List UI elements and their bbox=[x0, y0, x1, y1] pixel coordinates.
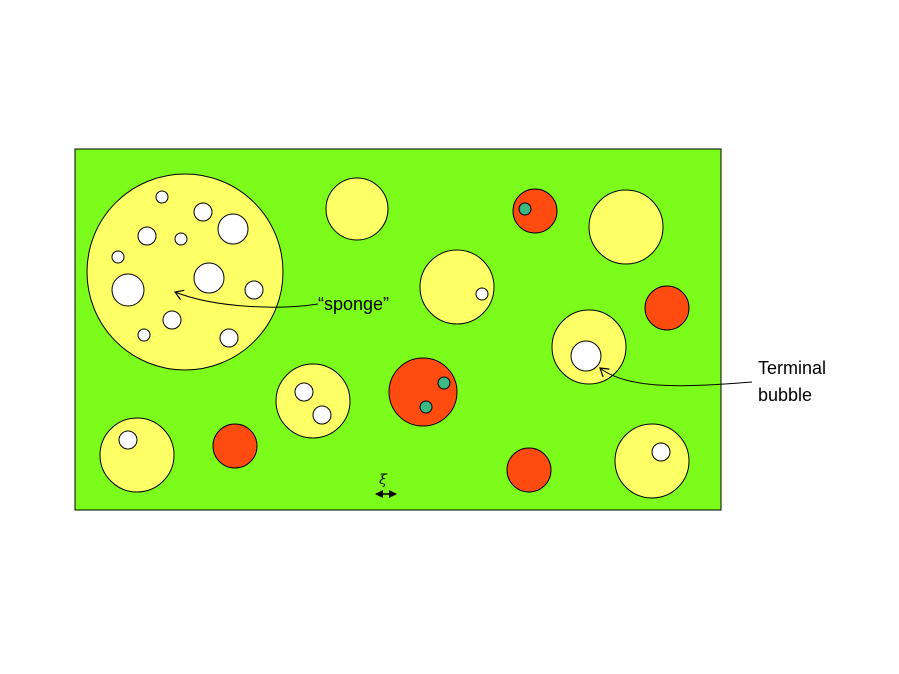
yellow-bubble-with-hole bbox=[99, 417, 175, 493]
sponge-bubble bbox=[86, 173, 284, 371]
red-bubble-with-dots bbox=[388, 357, 458, 427]
yellow-bubble-with-hole bbox=[614, 423, 690, 499]
red-bubble-with-dot bbox=[512, 188, 558, 234]
red-bubble bbox=[506, 447, 552, 493]
sponge-hole bbox=[111, 273, 145, 307]
sponge-hole bbox=[193, 262, 225, 294]
sponge-hole bbox=[193, 202, 213, 222]
sponge-hole bbox=[155, 190, 169, 204]
terminal-bubble-label-line1: Terminal bbox=[758, 358, 826, 378]
terminal-bubble-label-line2: bubble bbox=[758, 385, 812, 405]
xi-label: ξ bbox=[379, 472, 388, 488]
sponge-label: “sponge” bbox=[318, 294, 389, 314]
sponge-hole bbox=[137, 226, 157, 246]
yellow-bubble bbox=[325, 177, 389, 241]
sponge-hole bbox=[219, 328, 239, 348]
yellow-bubble-with-hole bbox=[419, 249, 495, 325]
sponge-hole bbox=[111, 250, 125, 264]
terminal-bubble-arrow bbox=[599, 367, 753, 387]
yellow-bubble bbox=[588, 189, 664, 265]
terminal-bubble bbox=[551, 309, 627, 385]
sponge-hole bbox=[217, 213, 249, 245]
sponge-hole bbox=[244, 280, 264, 300]
sponge-arrow bbox=[173, 289, 319, 308]
yellow-bubble-with-holes bbox=[275, 363, 351, 439]
red-bubble bbox=[212, 423, 258, 469]
red-bubble bbox=[644, 285, 690, 331]
sponge-hole bbox=[137, 328, 151, 342]
sponge-hole bbox=[174, 232, 188, 246]
sponge-hole bbox=[162, 310, 182, 330]
